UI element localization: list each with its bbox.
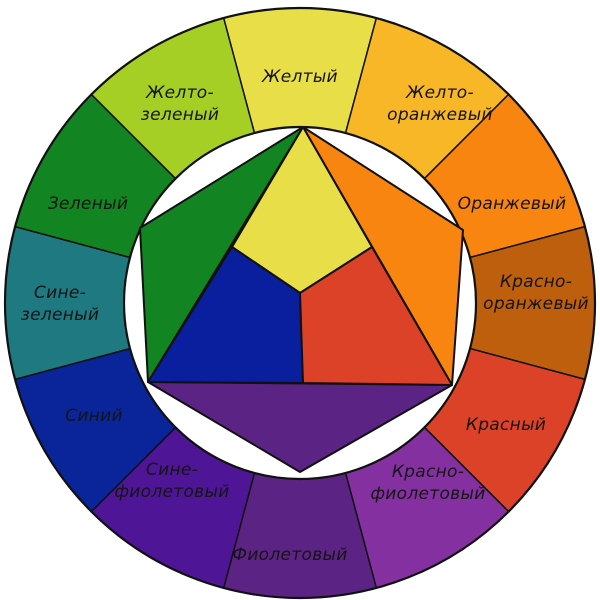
secondary-green-shape [139,126,304,383]
segment-label-blue-violet: Сине-фиолетовый [114,460,229,502]
segment-labels: ЖелтыйЖелто-оранжевыйОранжевыйКрасно-ора… [21,67,589,565]
segment-label-red-violet: Красно-фиолетовый [370,462,485,504]
outer-ring-border [3,6,597,600]
segment-label-violet: Фиолетовый [232,545,347,565]
segment-label-yellow-green: Желто-зеленый [141,83,220,125]
segment-label-red-orange: Красно-оранжевый [483,272,589,314]
segment-label-red: Красный [466,415,546,435]
segment-label-orange: Оранжевый [458,194,567,214]
segment-label-green: Зеленый [48,194,128,214]
segment-label-blue-green: Сине-зеленый [21,283,100,325]
segment-label-blue: Синий [65,406,123,426]
segment-label-yellow-orange: Желто-оранжевый [387,83,493,125]
segment-label-yellow: Желтый [261,67,338,87]
center-primary-secondary-diagram [139,126,464,473]
primary-red-shape [299,246,453,386]
